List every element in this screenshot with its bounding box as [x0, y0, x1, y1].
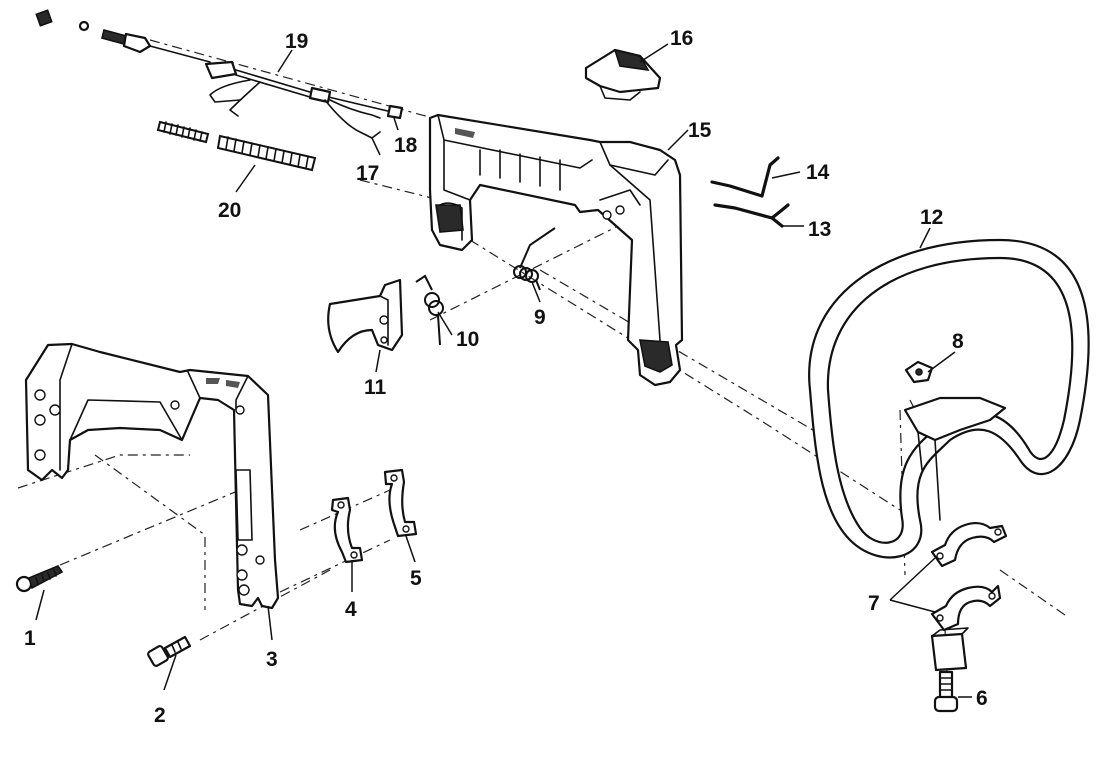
part-3-bracket [24, 342, 280, 610]
callout-6: 6 [976, 687, 988, 710]
callout-8: 8 [952, 330, 964, 353]
part-9-spring [513, 227, 556, 291]
callout-9: 9 [534, 306, 546, 329]
part-6-bolt [930, 627, 969, 713]
callout-13: 13 [808, 218, 831, 241]
part-15-bracket [428, 113, 684, 387]
part-20-springs [156, 120, 317, 172]
part-5-clamp [383, 468, 418, 538]
part-19-cable [35, 9, 404, 139]
callout-16: 16 [670, 27, 693, 50]
callout-19: 19 [285, 30, 308, 53]
callout-12: 12 [920, 206, 943, 229]
part-11-lever [327, 278, 404, 354]
callout-4: 4 [345, 598, 357, 621]
callout-10: 10 [456, 328, 479, 351]
callout-2: 2 [154, 704, 166, 727]
callout-15: 15 [688, 119, 712, 142]
callout-labels: 1 2 3 4 5 6 7 8 9 10 11 12 13 14 15 16 1… [24, 27, 988, 727]
callout-5: 5 [410, 567, 422, 590]
part-1-screw [15, 565, 64, 593]
part-7-clamp-upper [930, 521, 1008, 568]
callout-18: 18 [394, 134, 418, 157]
part-14-clip [710, 156, 780, 198]
part-16-cap [584, 48, 662, 101]
callout-7: 7 [868, 592, 880, 615]
part-8-nut [904, 360, 934, 384]
callout-11: 11 [364, 376, 387, 399]
part-2-bolt [147, 635, 192, 667]
callout-3: 3 [266, 648, 278, 671]
callout-20: 20 [218, 199, 241, 222]
part-13-clip [713, 203, 790, 228]
part-10-spring [415, 274, 444, 346]
callout-14: 14 [806, 161, 830, 184]
leader-lines [35, 43, 972, 698]
part-4-clamp [330, 496, 364, 564]
part-7-clamp-lower [930, 584, 1002, 632]
callout-17: 17 [356, 162, 379, 185]
part-12-cushion [808, 238, 1090, 559]
callout-1: 1 [24, 627, 36, 650]
